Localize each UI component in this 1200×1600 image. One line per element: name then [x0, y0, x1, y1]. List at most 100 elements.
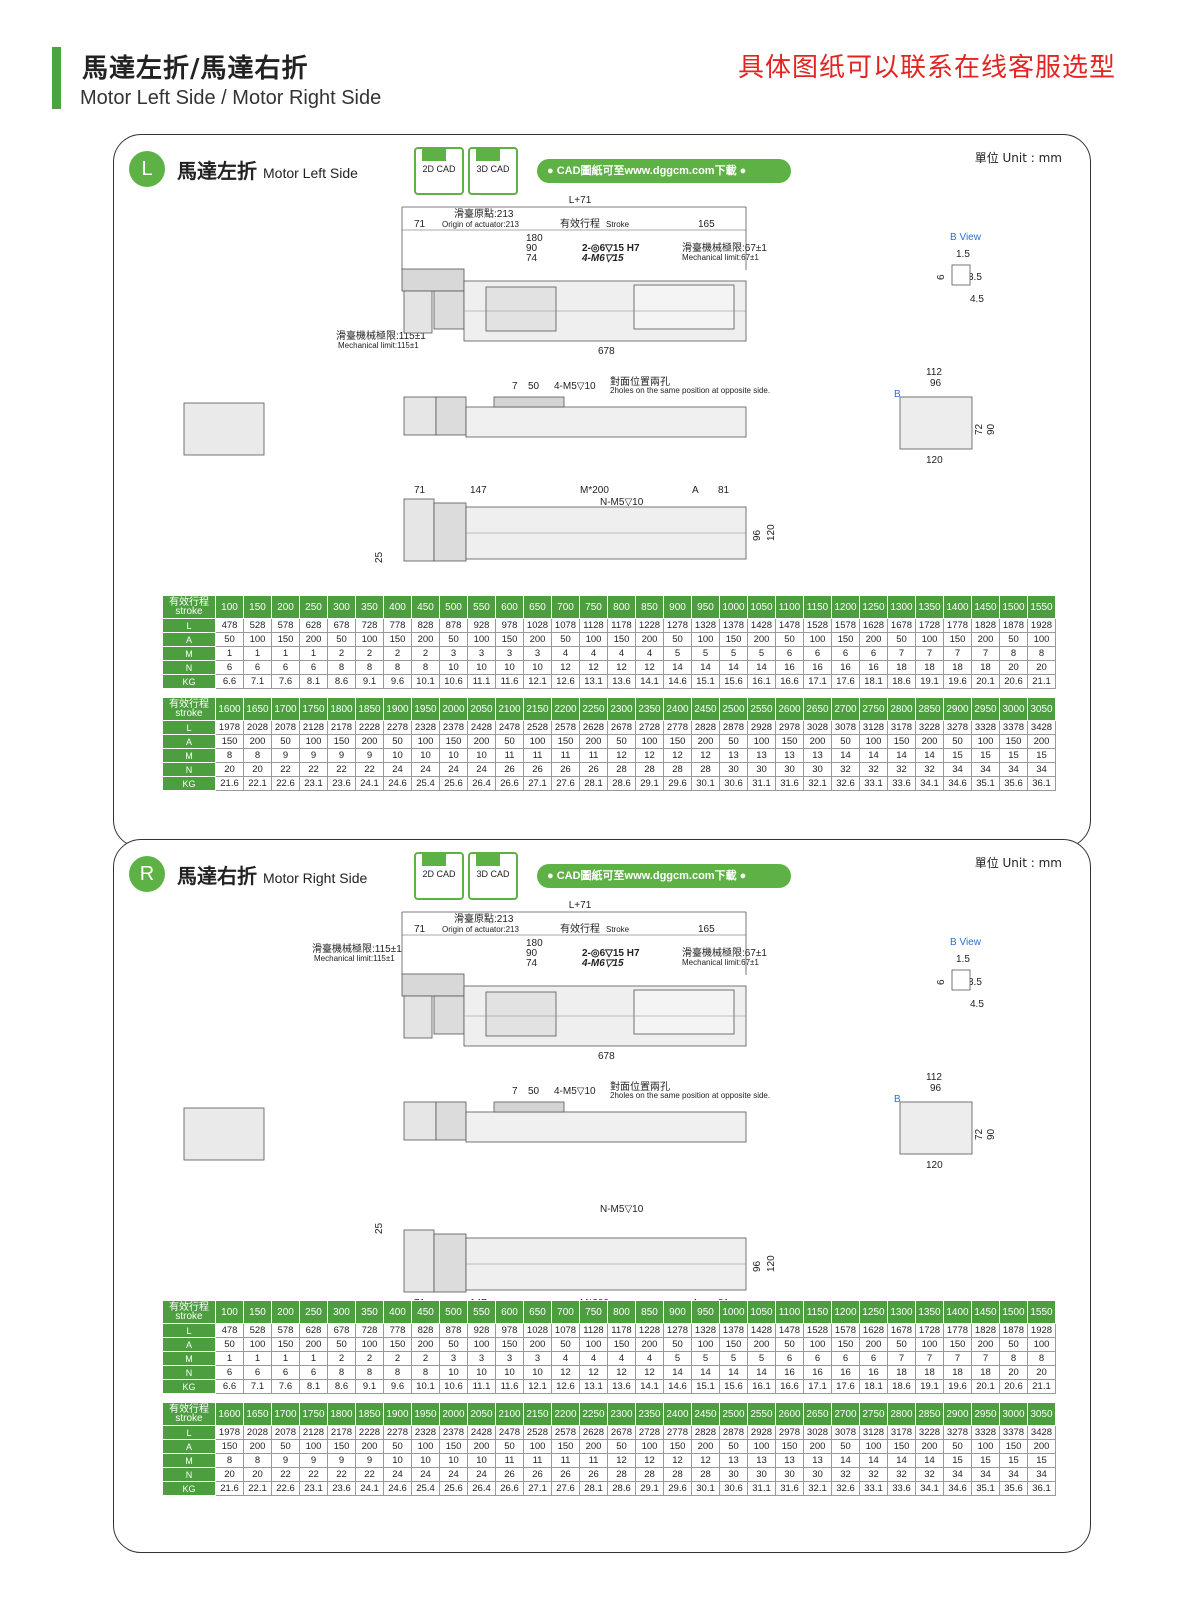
table-cell: 28.6 [607, 776, 636, 791]
cad-2d-button[interactable]: 2D CAD [414, 852, 464, 900]
table-cell: 21.6 [215, 776, 244, 791]
bview-4-5: 4.5 [970, 294, 984, 305]
table-cell: 32 [859, 762, 888, 777]
stroke-cell: 1500 [999, 1300, 1028, 1324]
table-cell: 12 [551, 1365, 580, 1380]
table-cell: 29.6 [663, 776, 692, 791]
table-cell: 3 [495, 1351, 524, 1366]
stroke-cell: 1700 [271, 1402, 300, 1426]
table-cell: 3178 [887, 720, 916, 735]
table-cell: 200 [299, 632, 328, 647]
stroke-cell: 1150 [803, 595, 832, 619]
stroke-cell: 750 [579, 595, 608, 619]
stroke-cell: 2550 [747, 1402, 776, 1426]
table-cell: 15 [943, 748, 972, 763]
table-cell: 2 [355, 1351, 384, 1366]
table-cell: 30.6 [719, 776, 748, 791]
table-cell: 1178 [607, 618, 636, 633]
table-cell: 11.1 [467, 674, 496, 689]
row-label: N [162, 660, 216, 675]
stroke-cell: 1800 [327, 1402, 356, 1426]
table-cell: 728 [355, 1323, 384, 1338]
table-cell: 6 [271, 660, 300, 675]
table-cell: 2428 [467, 1425, 496, 1440]
stroke-cell: 1350 [915, 595, 944, 619]
table-cell: 28.6 [607, 1481, 636, 1496]
table-cell: 21.1 [1027, 674, 1056, 689]
table-cell: 150 [719, 1337, 748, 1352]
table-cell: 6 [215, 1365, 244, 1380]
side-motor [403, 396, 437, 436]
stroke-cell: 2600 [775, 1402, 804, 1426]
table-cell: 5 [663, 1351, 692, 1366]
table-cell: 150 [271, 1337, 300, 1352]
cad-download-link[interactable]: ● CAD圖紙可至www.dggcm.com下載 ● [537, 159, 791, 183]
bottom-dim-25: 25 [374, 1222, 385, 1234]
cad-3d-button[interactable]: 3D CAD [468, 147, 518, 195]
b-view-profile [951, 969, 971, 991]
table-cell: 3 [495, 646, 524, 661]
table-cell: 28 [663, 762, 692, 777]
table-cell: 26 [495, 1467, 524, 1482]
table-cell: 14 [831, 1453, 860, 1468]
stroke-cell: 2750 [859, 1402, 888, 1426]
table-cell: 14 [887, 1453, 916, 1468]
stroke-cell: 1000 [719, 1300, 748, 1324]
table-cell: 2528 [523, 1425, 552, 1440]
table-cell: 50 [831, 1439, 860, 1454]
side-dim-50: 50 [528, 381, 540, 392]
table-cell: 4 [607, 1351, 636, 1366]
table-cell: 200 [691, 1439, 720, 1454]
mech-limit-right-cn: 滑臺機械極限:67±1 [682, 946, 767, 959]
table-cell: 3 [467, 1351, 496, 1366]
table-cell: 200 [579, 734, 608, 749]
table-cell: 30.6 [719, 1481, 748, 1496]
table-cell: 11.1 [467, 1379, 496, 1394]
row-label: KG [162, 1379, 216, 1394]
table-cell: 16.6 [775, 674, 804, 689]
table-cell: 3278 [943, 1425, 972, 1440]
row-label: N [162, 762, 216, 777]
table-cell: 3028 [803, 720, 832, 735]
table-cell: 150 [943, 632, 972, 647]
table-cell: 14.6 [663, 674, 692, 689]
table-cell: 100 [579, 632, 608, 647]
table-cell: 8 [383, 660, 412, 675]
floppy-icon [476, 147, 500, 161]
table-cell: 7.1 [243, 1379, 272, 1394]
stroke-cell: 1850 [355, 1402, 384, 1426]
bview-6: 6 [936, 979, 947, 985]
table-cell: 3228 [915, 1425, 944, 1440]
stroke-cell: 2350 [635, 697, 664, 721]
table-cell: 2 [383, 1351, 412, 1366]
table-cell: 19.6 [943, 1379, 972, 1394]
table-cell: 2828 [691, 1425, 720, 1440]
table-cell: 50 [495, 734, 524, 749]
table-cell: 9 [299, 748, 328, 763]
table-cell: 12 [607, 660, 636, 675]
stroke-cell: 300 [327, 1300, 356, 1324]
cad-download-link[interactable]: ● CAD圖紙可至www.dggcm.com下載 ● [537, 864, 791, 888]
cad-3d-button[interactable]: 3D CAD [468, 852, 518, 900]
table-cell: 19.6 [943, 674, 972, 689]
stroke-cell: 1550 [1027, 595, 1056, 619]
table-cell: 200 [971, 1337, 1000, 1352]
stroke-label-cn: 有效行程 [560, 922, 600, 935]
table-cell: 2128 [299, 1425, 328, 1440]
bottom-dim-a: A [692, 1298, 699, 1300]
row-label: M [162, 1351, 216, 1366]
cad-2d-button[interactable]: 2D CAD [414, 147, 464, 195]
table-cell: 8 [243, 748, 272, 763]
table-cell: 33.6 [887, 1481, 916, 1496]
stroke-label-en: Stroke [606, 220, 630, 229]
table-cell: 8 [215, 1453, 244, 1468]
table-cell: 24 [439, 1467, 468, 1482]
bview-4-5: 4.5 [970, 999, 984, 1010]
stroke-cell: 1950 [411, 697, 440, 721]
table-cell: 200 [355, 1439, 384, 1454]
